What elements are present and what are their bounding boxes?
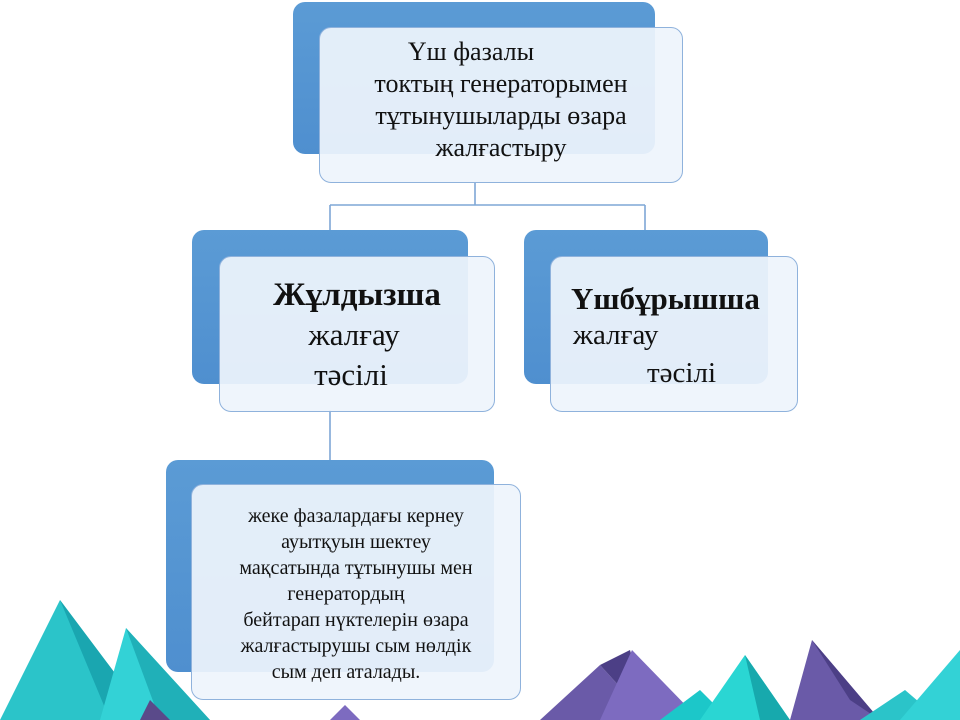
root-line-2: токтың генераторымен	[374, 69, 628, 98]
root-line-1: Үш фазалы	[407, 37, 535, 66]
triangle-line-2: тәсілі	[647, 357, 717, 389]
neutral-node-text: жеке фазалардағы кернеу ауытқуын шектеу …	[192, 503, 520, 685]
triangle-title: Үшбұрышша	[571, 281, 760, 316]
triangle-line-1: жалғау	[573, 319, 659, 351]
neutral-line-5: бейтарап нүктелерін өзара	[243, 609, 469, 631]
star-node-box: Жұлдызша жалғау тәсілі	[219, 256, 495, 412]
crystal-shapes	[0, 600, 960, 720]
neutral-line-3: мақсатында тұтынушы мен	[239, 557, 473, 579]
neutral-line-2: ауытқуын шектеу	[281, 531, 431, 553]
neutral-line-6: жалғастырушы сым нөлдік	[240, 635, 472, 657]
root-node-box: Үш фазалы токтың генераторымен тұтынушыл…	[319, 27, 683, 183]
star-line-2: тәсілі	[314, 357, 388, 392]
root-line-3: тұтынушыларды өзара	[375, 101, 627, 130]
star-node-text: Жұлдызша жалғау тәсілі	[220, 275, 494, 395]
neutral-line-7: сым деп аталады.	[271, 661, 421, 683]
star-line-1: жалғау	[308, 317, 400, 352]
triangle-node-box: Үшбұрышша жалғау тәсілі	[550, 256, 798, 412]
root-node-text: Үш фазалы токтың генераторымен тұтынушыл…	[320, 36, 682, 164]
neutral-line-4: генератордың	[287, 583, 405, 605]
root-line-4: жалғастыру	[435, 133, 567, 162]
neutral-line-1: жеке фазалардағы кернеу	[248, 505, 464, 527]
star-title: Жұлдызша	[273, 277, 441, 313]
neutral-node-box: жеке фазалардағы кернеу ауытқуын шектеу …	[191, 484, 521, 700]
